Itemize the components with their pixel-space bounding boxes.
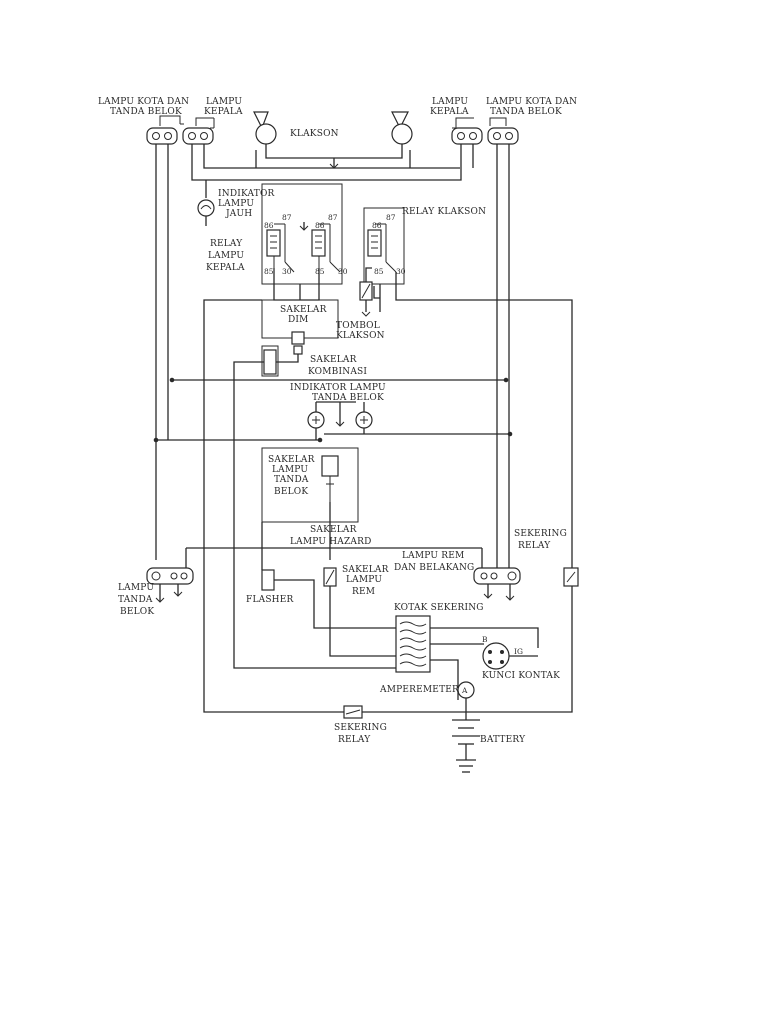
indikator-lampu-tanda-belok-icons [307,401,373,429]
pin-r3-85: 85 [374,267,384,276]
pin-r1-85: 85 [264,267,274,276]
label-lampu-kepala-kanan-1: LAMPU [432,97,468,107]
relay-lampu-kepala-block [261,183,343,285]
label-tombol-klakson-2: KLAKSON [336,331,385,341]
label-kotak-sekering: KOTAK SEKERING [394,603,484,613]
battery-icon [452,698,480,773]
label-lampu-tanda-belok-kiri-3: BELOK [120,607,154,617]
label-indikator-lampu-jauh-3: JAUH [225,209,252,219]
label-lampu-kota-kanan-2: TANDA BELOK [490,107,562,117]
label-sakelar-lampu-rem-1: SAKELAR [342,565,389,575]
label-relay-lampu-kepala-3: KEPALA [206,263,245,273]
label-sekering-relay-bawah-2: RELAY [338,735,371,745]
lampu-rem-belakang [473,567,521,601]
pin-r1-86: 86 [264,221,274,230]
label-sakelar-hazard-2: LAMPU HAZARD [290,537,372,547]
label-lampu-tanda-belok-kiri-1: LAMPU [118,583,154,593]
pin-r2-87: 87 [328,213,338,222]
kunci-kontak-icon[interactable] [482,642,510,670]
label-lampu-kepala-kiri-1: LAMPU [206,97,242,107]
label-sekering-relay-kanan-1: SEKERING [514,529,567,539]
label-sekering-relay-bawah-1: SEKERING [334,723,387,733]
label-sekering-relay-kanan-2: RELAY [518,541,551,551]
label-tombol-klakson-1: TOMBOL [336,321,380,331]
relay-klakson-block [363,207,405,285]
pin-r1-30: 30 [282,267,292,276]
label-indikator-lampu-jauh-2: LAMPU [218,199,254,209]
label-klakson: KLAKSON [290,129,339,139]
label-relay-lampu-kepala-1: RELAY [210,239,243,249]
label-kunci-kontak: KUNCI KONTAK [482,671,560,681]
amperemeter-symbol: A [461,686,468,695]
label-indikator-tanda-belok-1: INDIKATOR LAMPU [290,383,386,393]
label-battery: BATTERY [480,735,526,745]
horn-right-icon [391,111,413,145]
label-sakelar-tanda-belok-4: BELOK [274,487,308,497]
sakelar-kombinasi-block [261,345,279,377]
label-sakelar-dim-1: SAKELAR [280,305,327,315]
label-lampu-rem-1: LAMPU REM [402,551,464,561]
pin-r3-87: 87 [386,213,396,222]
label-relay-klakson: RELAY KLAKSON [402,207,486,217]
label-sakelar-tanda-belok-1: SAKELAR [268,455,315,465]
label-lampu-tanda-belok-kiri-2: TANDA [118,595,153,605]
label-lampu-kota-kanan-1: LAMPU KOTA DAN [486,97,577,107]
label-sakelar-kombinasi-2: KOMBINASI [308,367,367,377]
tombol-klakson-icon[interactable] [359,281,373,317]
label-indikator-lampu-jauh-1: INDIKATOR [218,189,275,199]
label-relay-lampu-kepala-2: LAMPU [208,251,244,261]
flasher-icon [261,569,275,591]
sakelar-lampu-rem-icon [323,567,337,587]
label-sakelar-dim-2: DIM [288,315,309,325]
label-b: B [482,635,488,644]
label-sakelar-kombinasi-1: SAKELAR [310,355,357,365]
label-sakelar-hazard-1: SAKELAR [310,525,357,535]
amperemeter-icon: A [457,681,475,699]
label-lampu-rem-2: DAN BELAKANG [394,563,474,573]
label-sakelar-lampu-rem-2: LAMPU [346,575,382,585]
label-lampu-kepala-kiri-2: KEPALA [204,107,243,117]
label-indikator-tanda-belok-2: TANDA BELOK [312,393,384,403]
lampu-kepala-kiri [182,127,214,145]
pin-r2-30: 30 [338,267,348,276]
pin-r3-30: 30 [396,267,406,276]
kotak-sekering-box [395,615,431,673]
pin-r3-86: 86 [372,221,382,230]
indikator-lampu-jauh-icon [197,180,215,226]
lampu-tanda-belok-kiri [146,567,194,603]
lampu-kota-kanan [487,127,519,145]
pin-r2-86: 86 [315,221,325,230]
lampu-kota-kiri [146,127,178,145]
lampu-kepala-kanan [451,127,483,145]
label-sakelar-tanda-belok-3: TANDA [274,475,309,485]
horn-left-icon [253,111,277,145]
pin-r2-85: 85 [315,267,325,276]
sakelar-lampu-tanda-belok-block [261,447,359,523]
sekering-relay-kanan-icon [563,567,579,587]
label-lampu-kota-kiri-2: TANDA BELOK [110,107,182,117]
label-sakelar-tanda-belok-2: LAMPU [272,465,308,475]
label-sakelar-lampu-rem-3: REM [352,587,375,597]
label-lampu-kota-kiri-1: LAMPU KOTA DAN [98,97,189,107]
label-flasher: FLASHER [246,595,294,605]
label-amperemeter: AMPEREMETER [379,685,459,695]
label-ig: IG [514,647,523,656]
sekering-relay-bawah-icon [343,705,363,719]
pin-r1-87: 87 [282,213,292,222]
label-lampu-kepala-kanan-2: KEPALA [430,107,469,117]
